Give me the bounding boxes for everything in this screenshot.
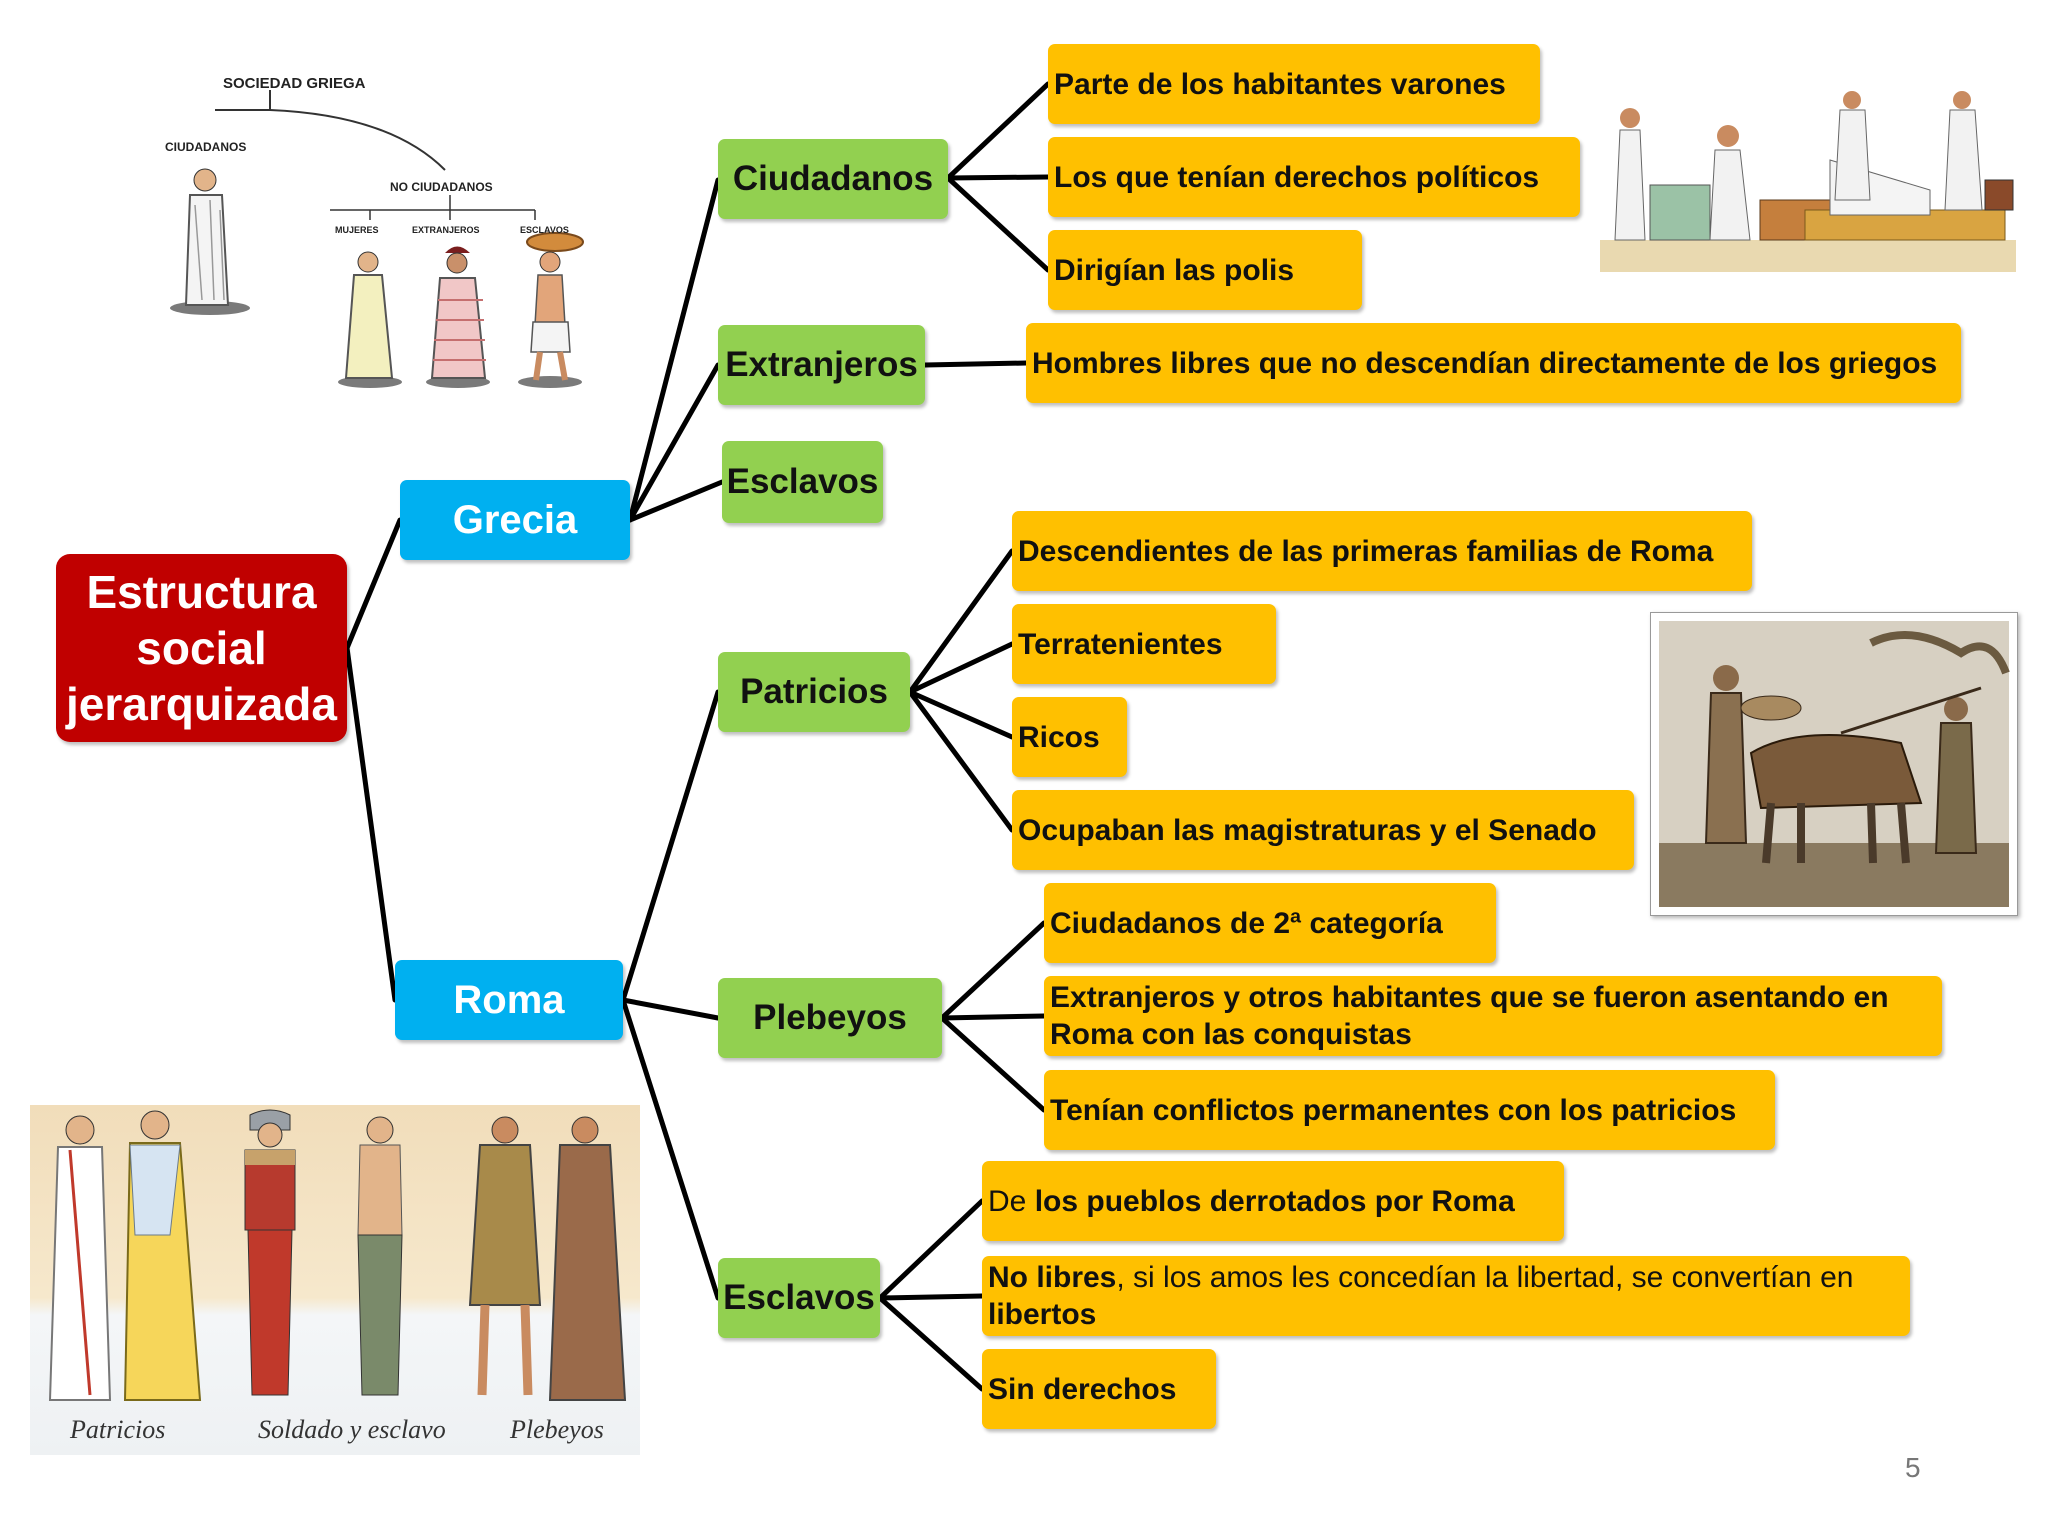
patrician-figures	[48, 1110, 202, 1401]
group-grecia-ciudadanos: Ciudadanos	[718, 139, 948, 219]
plebeian-figures	[468, 1116, 627, 1401]
leaf-text: Sin derechos	[988, 1372, 1177, 1406]
group-roma-plebeyos: Plebeyos	[718, 978, 942, 1058]
caption-soldado-esclavo: Soldado y esclavo	[258, 1415, 446, 1444]
citizen-figure	[170, 168, 250, 315]
leaf-text-part: los pueblos derrotados por Roma	[1026, 1184, 1515, 1218]
leaf-text: Extranjeros y otros habitantes que se fu…	[1050, 981, 1889, 1051]
leaf-extranjeros-1: Hombres libres que no descendían directa…	[1026, 323, 1961, 403]
leaf-ciudadanos-3: Dirigían las polis	[1048, 230, 1362, 310]
leaf-text-part: No libres	[988, 1261, 1117, 1294]
greek-chart-citizens: CIUDADANOS	[165, 140, 247, 154]
leaf-patricios-3: Ricos	[1012, 697, 1127, 777]
caption-plebeyos: Plebeyos	[510, 1415, 604, 1444]
leaf-text: Ciudadanos de 2ª categoría	[1050, 906, 1443, 940]
greek-chart-title: SOCIEDAD GRIEGA	[223, 75, 366, 92]
leaf-esclavos-3: Sin derechos	[982, 1349, 1216, 1429]
group-label: Esclavos	[723, 1278, 875, 1317]
greek-chart-foreigners: EXTRANJEROS	[412, 225, 480, 235]
leaf-plebeyos-2: Extranjeros y otros habitantes que se fu…	[1044, 976, 1942, 1056]
leaf-text: Dirigían las polis	[1054, 253, 1295, 287]
group-grecia-extranjeros: Extranjeros	[718, 325, 925, 405]
group-label: Esclavos	[726, 462, 879, 501]
caption-patricios: Patricios	[70, 1415, 166, 1444]
group-roma-esclavos: Esclavos	[718, 1258, 880, 1338]
leaf-text: Ocupaban las magistraturas y el Senado	[1018, 813, 1597, 847]
leaf-plebeyos-3: Tenían conflictos permanentes con los pa…	[1044, 1070, 1775, 1150]
region-roma-label: Roma	[453, 977, 565, 1022]
root-line-1: Estructura	[86, 566, 317, 618]
leaf-text: Los que tenían derechos políticos	[1054, 160, 1540, 194]
greek-chart-slaves: ESCLAVOS	[520, 225, 569, 235]
leaf-text: Terratenientes	[1018, 627, 1223, 661]
greek-chart-non-citizens: NO CIUDADANOS	[390, 180, 493, 194]
region-grecia: Grecia	[400, 480, 630, 560]
root-line-3: jerarquizada	[66, 678, 337, 730]
soldier-and-slave-figures	[244, 1109, 403, 1396]
roman-figures-drawing	[48, 1109, 627, 1401]
greek-society-illustration: SOCIEDAD GRIEGA CIUDADANOS NO CIUDADANOS…	[140, 60, 600, 400]
woman-figure	[338, 251, 402, 388]
region-roma: Roma	[395, 960, 623, 1040]
leaf-text: Parte de los habitantes varones	[1054, 67, 1506, 101]
leaf-text: No libres, si los amos les concedían la …	[988, 1259, 1853, 1333]
leaf-ciudadanos-2: Los que tenían derechos políticos	[1048, 137, 1580, 217]
group-label: Plebeyos	[753, 998, 907, 1037]
leaf-patricios-4: Ocupaban las magistraturas y el Senado	[1012, 790, 1634, 870]
leaf-text: Hombres libres que no descendían directa…	[1032, 346, 1938, 380]
leaf-patricios-1: Descendientes de las primeras familias d…	[1012, 511, 1752, 591]
leaf-plebeyos-1: Ciudadanos de 2ª categoría	[1044, 883, 1496, 963]
roman-mosaic-image	[1650, 612, 2018, 916]
leaf-text: Tenían conflictos permanentes con los pa…	[1050, 1093, 1737, 1127]
foreigner-figure	[426, 246, 490, 388]
greek-banquet-illustration	[1600, 90, 2016, 272]
slave-figure	[518, 232, 584, 388]
page-number: 5	[1905, 1452, 1921, 1483]
leaf-text-part: libertos	[988, 1298, 1097, 1331]
leaf-patricios-2: Terratenientes	[1012, 604, 1276, 684]
root-node: Estructura social jerarquizada	[56, 554, 347, 742]
roman-figures-illustration: Patricios Soldado y esclavo Plebeyos	[30, 1105, 640, 1455]
banquet-drawing	[1600, 91, 2016, 272]
greek-chart-women: MUJERES	[335, 225, 379, 235]
leaf-esclavos-1: De los pueblos derrotados por Roma	[982, 1161, 1564, 1241]
leaf-text: Descendientes de las primeras familias d…	[1018, 534, 1714, 568]
leaf-text-part: , si los amos les concedían la libertad,…	[1116, 1261, 1854, 1294]
root-line-2: social	[136, 622, 267, 674]
group-label: Ciudadanos	[732, 159, 934, 198]
leaf-text: De los pueblos derrotados por Roma	[988, 1183, 1515, 1220]
group-label: Extranjeros	[725, 345, 918, 384]
group-roma-patricios: Patricios	[718, 652, 910, 732]
leaf-text: Ricos	[1018, 720, 1100, 754]
leaf-esclavos-2: No libres, si los amos les concedían la …	[982, 1256, 1910, 1336]
leaf-ciudadanos-1: Parte de los habitantes varones	[1048, 44, 1540, 124]
group-grecia-esclavos: Esclavos	[722, 441, 883, 523]
mosaic-drawing	[1659, 621, 2010, 907]
greek-chart-lines	[170, 90, 584, 388]
group-label: Patricios	[740, 672, 888, 711]
leaf-text-part: De	[988, 1184, 1027, 1218]
region-grecia-label: Grecia	[452, 497, 578, 542]
